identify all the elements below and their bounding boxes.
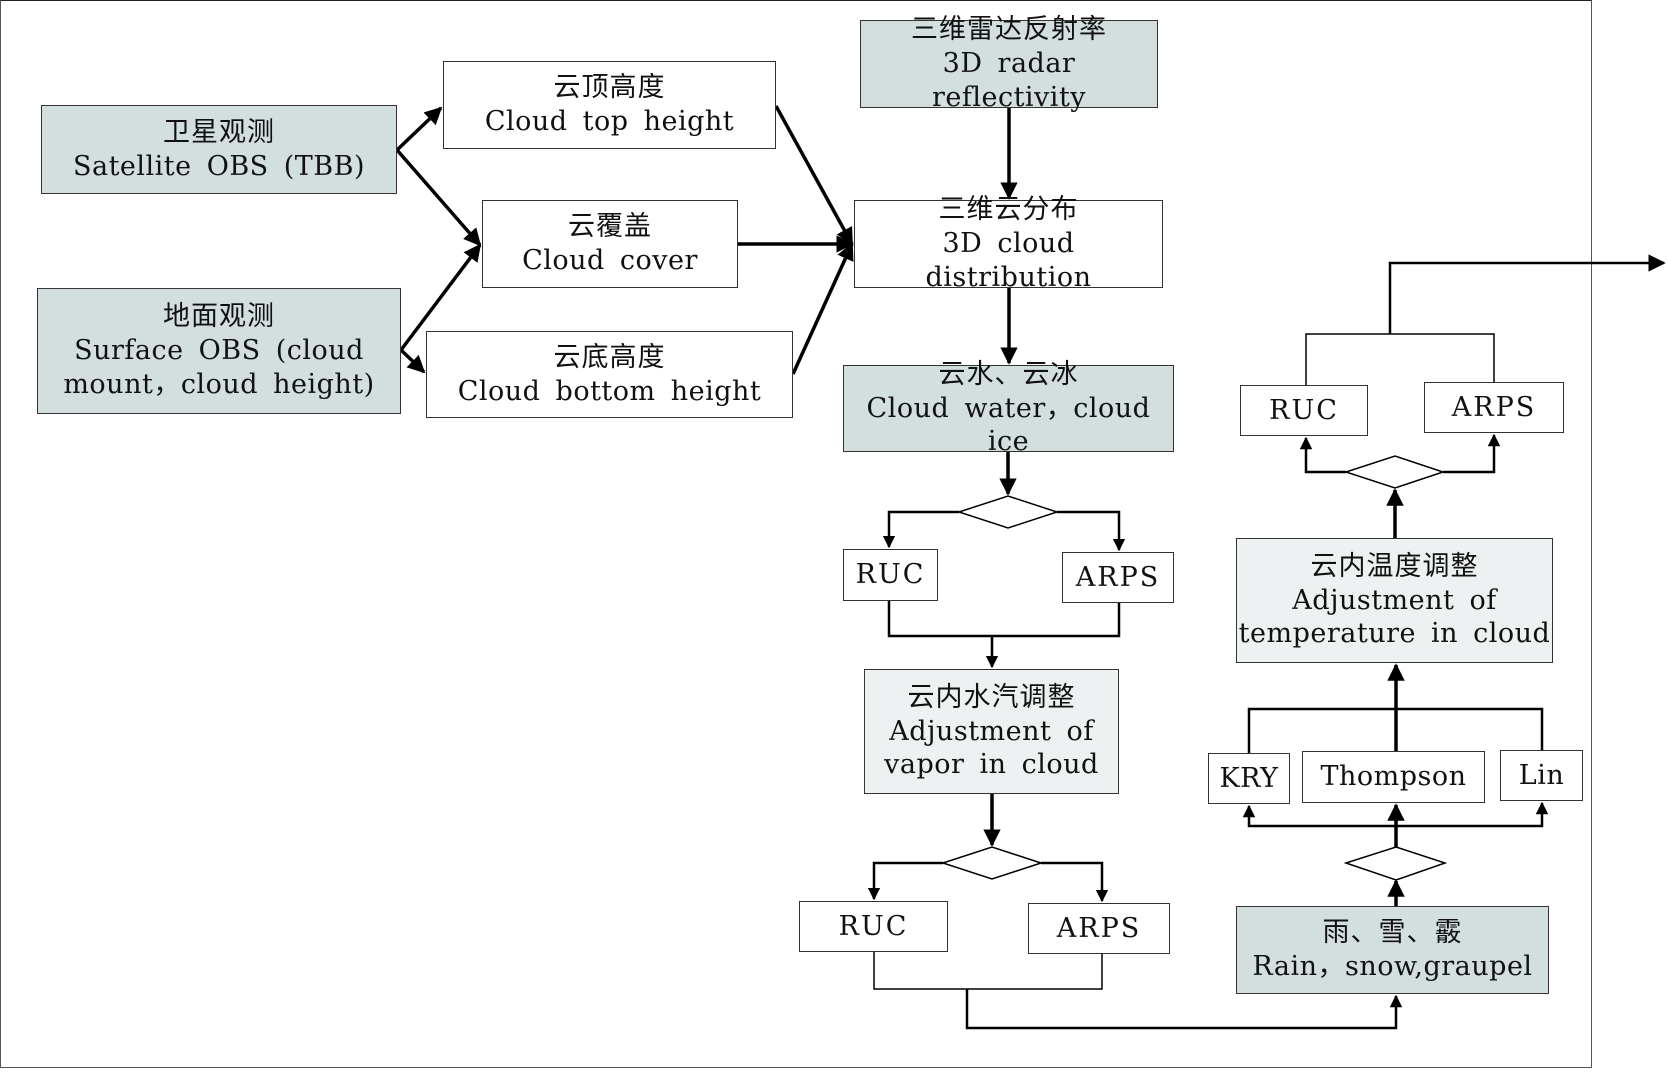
node-satellite-obs-en: Satellite OBS (TBB) xyxy=(72,150,366,182)
node-rain-snow-graupel: 雨、雪、霰 Rain，snow,graupel xyxy=(1236,906,1549,994)
node-cloud-top-height-en: Cloud top height xyxy=(484,106,735,137)
node-vapor-adjustment-zh: 云内水汽调整 xyxy=(907,681,1076,713)
node-cloud-bottom-height-zh: 云底高度 xyxy=(553,341,666,373)
node-surface-obs-en2: mount，cloud height) xyxy=(63,368,375,400)
node-cloud-top-height-zh: 云顶高度 xyxy=(553,72,666,104)
node-3d-cloud-distribution: 三维云分布 3D cloud distribution xyxy=(854,194,1163,293)
decision-diamond-1 xyxy=(956,495,1060,529)
diagram-frame xyxy=(0,0,1592,1068)
decision-diamond-4 xyxy=(1343,455,1446,489)
node-cloud-cover-zh: 云覆盖 xyxy=(568,211,652,243)
node-kry-label: KRY xyxy=(1219,762,1279,794)
edge-output xyxy=(1388,254,1666,334)
node-surface-obs-zh: 地面观测 xyxy=(163,301,275,333)
node-satellite-obs: 卫星观测 Satellite OBS (TBB) xyxy=(41,105,397,194)
node-surface-obs-en: Surface OBS (cloud xyxy=(74,335,364,367)
node-temperature-adjustment: 云内温度调整 Adjustment of temperature in clou… xyxy=(1236,538,1553,663)
node-3d-cloud-distribution-zh: 三维云分布 xyxy=(938,194,1079,226)
edge-satellite-cloud-cover xyxy=(395,148,482,247)
node-cloud-water-ice-zh: 云水、云冰 xyxy=(938,358,1079,390)
node-ruc-1: RUC xyxy=(843,549,938,601)
edge-decision3-kry xyxy=(1242,804,1396,828)
node-lin-label: Lin xyxy=(1518,759,1565,791)
edge-decision1-ruc1 xyxy=(882,510,959,549)
edge-decision4-arps3 xyxy=(1443,433,1501,474)
node-rain-snow-graupel-zh: 雨、雪、霰 xyxy=(1322,917,1463,949)
edge-decision1-arps1 xyxy=(1057,510,1126,552)
node-3d-radar-reflectivity-en: 3D radar reflectivity xyxy=(931,48,1087,113)
edge-ruc3-arps3-merge xyxy=(1305,333,1495,385)
node-vapor-adjustment: 云内水汽调整 Adjustment of vapor in cloud xyxy=(864,669,1119,794)
edge-cloud-top-dist xyxy=(774,105,854,246)
edge-decision2-arps2 xyxy=(1041,861,1109,903)
edge-decision2-ruc2 xyxy=(867,861,943,901)
node-ruc-1-label: RUC xyxy=(855,559,926,591)
node-vapor-adjustment-en2: vapor in cloud xyxy=(884,749,1099,781)
node-3d-cloud-distribution-en: 3D cloud distribution xyxy=(925,228,1092,293)
node-satellite-obs-zh: 卫星观测 xyxy=(163,116,275,148)
node-cloud-top-height: 云顶高度 Cloud top height xyxy=(443,61,776,149)
node-ruc-3: RUC xyxy=(1240,385,1368,436)
node-ruc-2-label: RUC xyxy=(838,910,909,942)
node-arps-2-label: ARPS xyxy=(1056,912,1142,944)
node-temperature-adjustment-zh: 云内温度调整 xyxy=(1310,550,1479,582)
node-cloud-cover-en: Cloud cover xyxy=(522,245,698,276)
node-vapor-adjustment-en: Adjustment of xyxy=(889,715,1094,747)
node-kry: KRY xyxy=(1208,753,1290,804)
node-ruc-3-label: RUC xyxy=(1269,394,1339,426)
node-arps-3-label: ARPS xyxy=(1451,391,1537,423)
edge-decision3-lin xyxy=(1396,801,1549,828)
edge-satellite-cloud-top xyxy=(395,106,443,152)
node-cloud-water-ice: 云水、云冰 Cloud water，cloud ice xyxy=(843,359,1174,457)
node-cloud-water-ice-en: Cloud water，cloud ice xyxy=(866,392,1151,458)
edge-cloud-bottom-dist xyxy=(791,242,854,375)
edge-decision4-ruc3 xyxy=(1299,436,1346,474)
node-3d-radar-reflectivity-zh: 三维雷达反射率 xyxy=(911,14,1107,46)
node-thompson-label: Thompson xyxy=(1320,761,1467,793)
node-thompson: Thompson xyxy=(1302,751,1485,803)
node-arps-3: ARPS xyxy=(1424,382,1564,433)
node-temperature-adjustment-en: Adjustment of xyxy=(1292,584,1497,616)
edge-merge-precip xyxy=(965,989,1403,1030)
node-3d-radar-reflectivity: 三维雷达反射率 3D radar reflectivity xyxy=(860,14,1158,113)
node-cloud-bottom-height: 云底高度 Cloud bottom height xyxy=(426,331,793,418)
node-arps-1: ARPS xyxy=(1062,552,1174,603)
node-rain-snow-graupel-en: Rain，snow,graupel xyxy=(1252,951,1533,982)
node-temperature-adjustment-en2: temperature in cloud xyxy=(1238,618,1551,650)
node-cloud-cover: 云覆盖 Cloud cover xyxy=(482,200,738,288)
decision-diamond-3 xyxy=(1343,846,1448,881)
node-surface-obs: 地面观测 Surface OBS (cloud mount，cloud heig… xyxy=(37,288,401,414)
edge-ruc1-arps1-merge xyxy=(887,601,1121,638)
node-cloud-bottom-height-en: Cloud bottom height xyxy=(457,375,762,407)
node-lin: Lin xyxy=(1500,750,1583,801)
edge-surface-cloud-cover xyxy=(399,243,482,352)
edge-surface-cloud-bottom xyxy=(399,348,426,374)
decision-diamond-2 xyxy=(940,846,1044,880)
edge-ruc2-arps2-merge xyxy=(873,952,1103,990)
node-arps-2: ARPS xyxy=(1028,903,1170,954)
node-arps-1-label: ARPS xyxy=(1075,561,1161,593)
node-ruc-2: RUC xyxy=(799,901,948,952)
